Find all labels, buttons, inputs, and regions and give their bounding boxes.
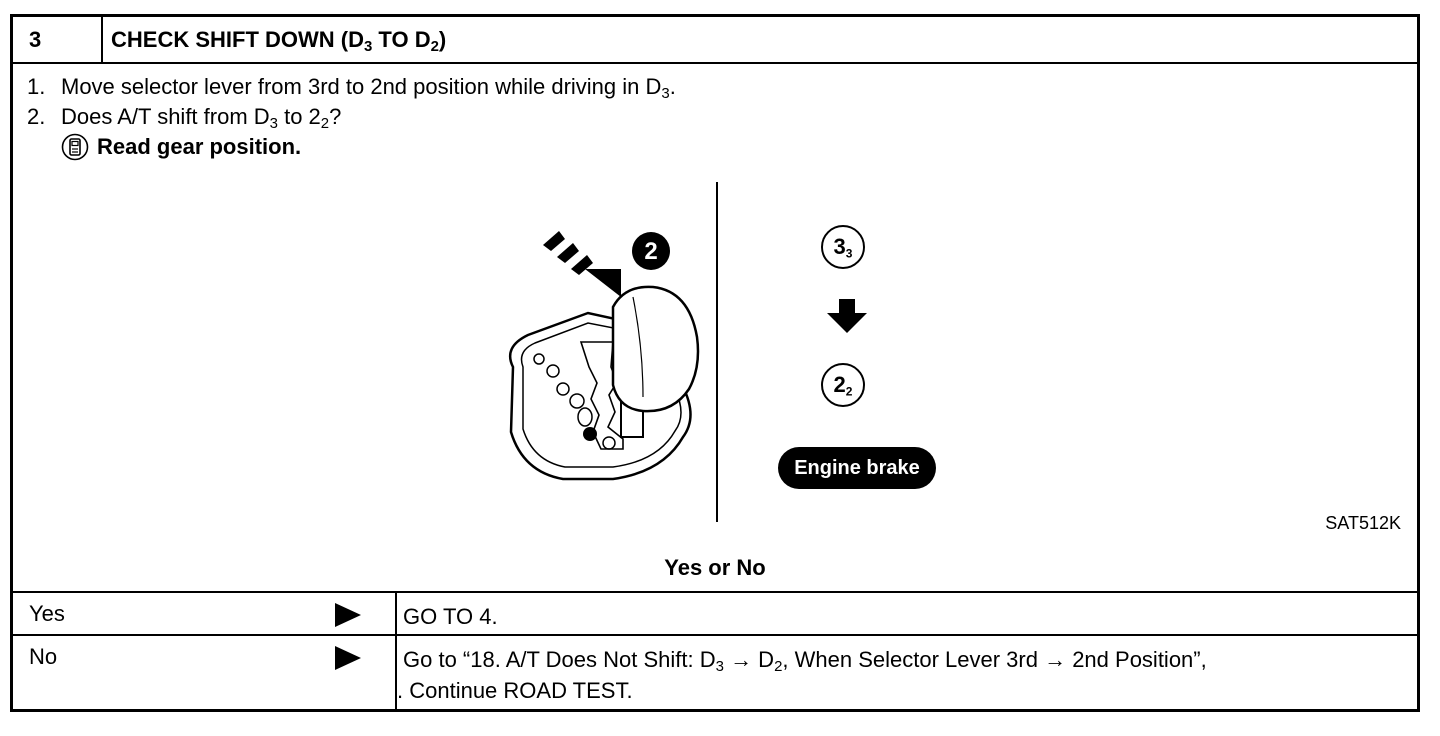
result-row-no: No Go to “18. A/T Does Not Shift: D3 → D… [13, 636, 1417, 712]
answer-label: No [29, 644, 58, 669]
action-text: , When Selector Lever 3rd → 2nd Position… [782, 647, 1207, 672]
figure-divider [716, 182, 718, 522]
action-line-1: Go to “18. A/T Does Not Shift: D3 → D2, … [403, 644, 1207, 675]
step-title: CHECK SHIFT DOWN (D3 TO D2) [111, 17, 446, 62]
procedure-table: 3 CHECK SHIFT DOWN (D3 TO D2) 1.Move sel… [10, 14, 1420, 712]
instruction-list: 1. Move selector lever from 3rd to 2nd po… [27, 72, 676, 162]
step-text: to 2 [277, 104, 321, 129]
title-text: TO D [372, 27, 431, 52]
title-text: CHECK SHIFT DOWN (D [111, 27, 364, 52]
step-index: 2. [27, 104, 46, 129]
gear-sub: 3 [845, 246, 853, 261]
read-gear-text: Read gear position. [97, 134, 302, 159]
step-index: 1. [27, 74, 46, 99]
instruction-step-1: 1. Move selector lever from 3rd to 2nd po… [27, 72, 676, 102]
consult-tool-icon [61, 133, 89, 161]
selector-lever-illustration: 2 [508, 231, 700, 481]
badge-number: 2 [644, 238, 657, 265]
action-line-2: . Continue ROAD TEST. [397, 678, 633, 703]
action-sub: 3 [715, 658, 724, 676]
title-sub: 2 [430, 38, 439, 56]
action-sub: 2 [774, 658, 783, 676]
step-text: . [669, 74, 676, 99]
gear-2-indicator: 22 [821, 363, 865, 407]
step-text: ? [329, 104, 342, 129]
right-arrow-icon [335, 646, 361, 670]
down-arrow-icon [827, 299, 867, 333]
step-text: Move selector lever from 3rd to 2nd posi… [61, 74, 662, 99]
engine-brake-badge: Engine brake [778, 447, 936, 489]
answer-action: Go to “18. A/T Does Not Shift: D3 → D2, … [397, 644, 1207, 706]
step-sub: 2 [320, 115, 330, 133]
result-table: Yes GO TO 4. No Go to “18. A/T Does Not … [13, 591, 1417, 712]
lever-step-badge: 2 [632, 232, 670, 270]
answer-action: GO TO 4. [403, 604, 498, 629]
action-text: → D [723, 647, 775, 672]
yes-no-question: Yes or No [664, 555, 766, 580]
title-text: ) [438, 27, 447, 52]
answer-label: Yes [29, 601, 65, 626]
step-number: 3 [13, 17, 103, 62]
gear-main: 3 [833, 234, 846, 259]
step-text: Does A/T shift from D [61, 104, 270, 129]
instruction-step-2: 2. Does A/T shift from D3 to 22? [27, 102, 676, 132]
column-divider [395, 636, 397, 712]
result-row-yes: Yes GO TO 4. [13, 593, 1417, 636]
action-text: Go to “18. A/T Does Not Shift: D [403, 647, 716, 672]
step-sub: 3 [661, 85, 670, 103]
step-sub: 3 [269, 115, 278, 133]
title-sub: 3 [363, 38, 373, 56]
column-divider [395, 593, 397, 634]
step-header: 3 CHECK SHIFT DOWN (D3 TO D2) [13, 17, 1417, 64]
read-gear-row: Read gear position. [61, 132, 676, 162]
gear-sub: 2 [845, 384, 853, 399]
figure-code: SAT512K [1325, 513, 1401, 533]
right-arrow-icon [335, 603, 361, 627]
gear-3-indicator: 33 [821, 225, 865, 269]
gear-main: 2 [833, 372, 846, 397]
movement-arrow-icon [543, 231, 621, 297]
